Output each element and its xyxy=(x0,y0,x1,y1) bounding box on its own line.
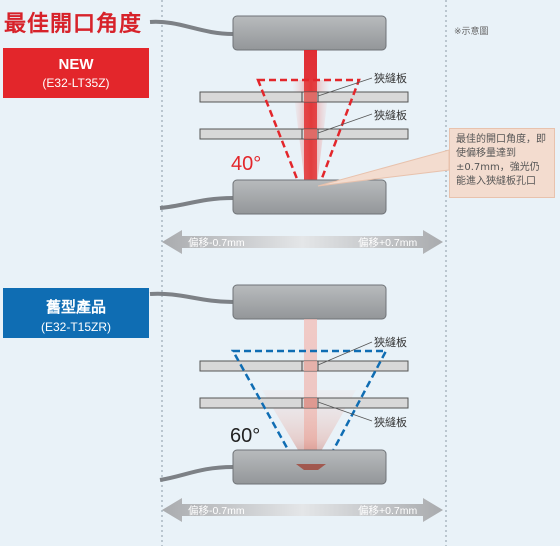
old-emitter-cable xyxy=(149,291,234,304)
new-receiver-cable xyxy=(159,196,234,210)
new-emitter-cable xyxy=(149,19,234,36)
new-angle-value: 40° xyxy=(231,153,261,175)
new-slit-label-bottom: 狹縫板 xyxy=(374,108,407,122)
old-emitter-sensor xyxy=(232,284,387,320)
old-offset-arrow xyxy=(162,498,443,522)
new-emitter-sensor xyxy=(232,15,387,51)
new-product-model: (E32-LT35Z) xyxy=(42,76,110,90)
old-product-tag: 舊型產品 (E32-T15ZR) xyxy=(3,288,149,338)
new-offset-left-label: 偏移-0.7mm xyxy=(188,236,245,249)
old-offset-right-label: 偏移+0.7mm xyxy=(358,504,417,517)
callout-box: 最佳的開口角度，即使偏移量達到±0.7mm，強光仍能進入狹縫板孔口 xyxy=(449,128,555,198)
new-slit-label-top: 狹縫板 xyxy=(374,71,407,85)
old-receiver-cable xyxy=(159,465,234,482)
old-slit-label-top: 狹縫板 xyxy=(374,335,407,349)
page-title: 最佳開口角度 xyxy=(4,12,143,37)
new-offset-arrow xyxy=(162,230,443,254)
new-receiver-sensor xyxy=(232,179,387,215)
old-product-label: 舊型產品 xyxy=(45,298,106,316)
old-product-model: (E32-T15ZR) xyxy=(40,320,111,334)
schematic-note: ※示意圖 xyxy=(454,27,489,37)
new-offset-right-label: 偏移+0.7mm xyxy=(358,236,417,249)
old-angle-value: 60° xyxy=(230,425,260,447)
new-product-label: NEW xyxy=(58,56,94,73)
old-offset-left-label: 偏移-0.7mm xyxy=(188,504,245,517)
old-slit-label-bottom: 狹縫板 xyxy=(374,415,407,429)
new-product-tag: NEW (E32-LT35Z) xyxy=(3,48,149,98)
